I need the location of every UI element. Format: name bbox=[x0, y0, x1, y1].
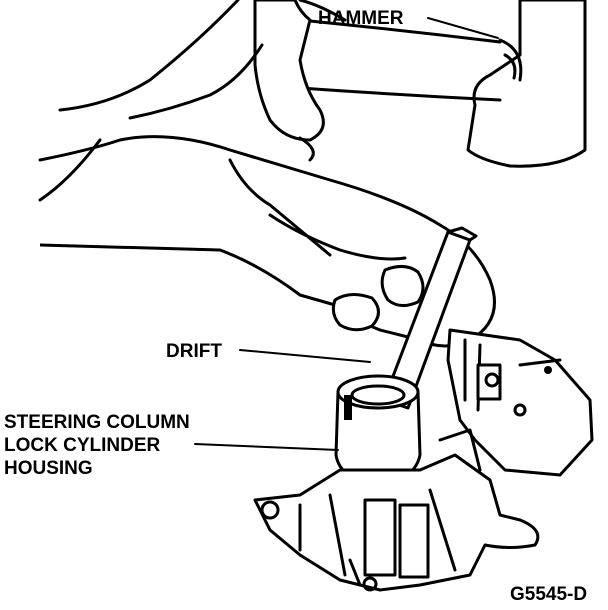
drift-leader-line bbox=[239, 349, 371, 363]
housing-label-line2: LOCK CYLINDER bbox=[4, 435, 161, 456]
figure-id-label: G5545-D bbox=[510, 584, 587, 605]
upper-hand-drawing bbox=[58, 0, 347, 162]
lower-hand-drawing bbox=[38, 135, 496, 348]
drift-label: DRIFT bbox=[166, 341, 222, 362]
housing-label-line3: HOUSING bbox=[4, 458, 93, 479]
housing-label-line1: STEERING COLUMN bbox=[4, 412, 190, 433]
hammer-label: HAMMER bbox=[318, 8, 404, 29]
housing-leader-line bbox=[194, 443, 339, 451]
housing-drawing bbox=[253, 328, 594, 592]
hammer-leader-line bbox=[427, 17, 499, 39]
hammer-drawing bbox=[298, 0, 587, 168]
drift-drawing bbox=[382, 226, 478, 410]
